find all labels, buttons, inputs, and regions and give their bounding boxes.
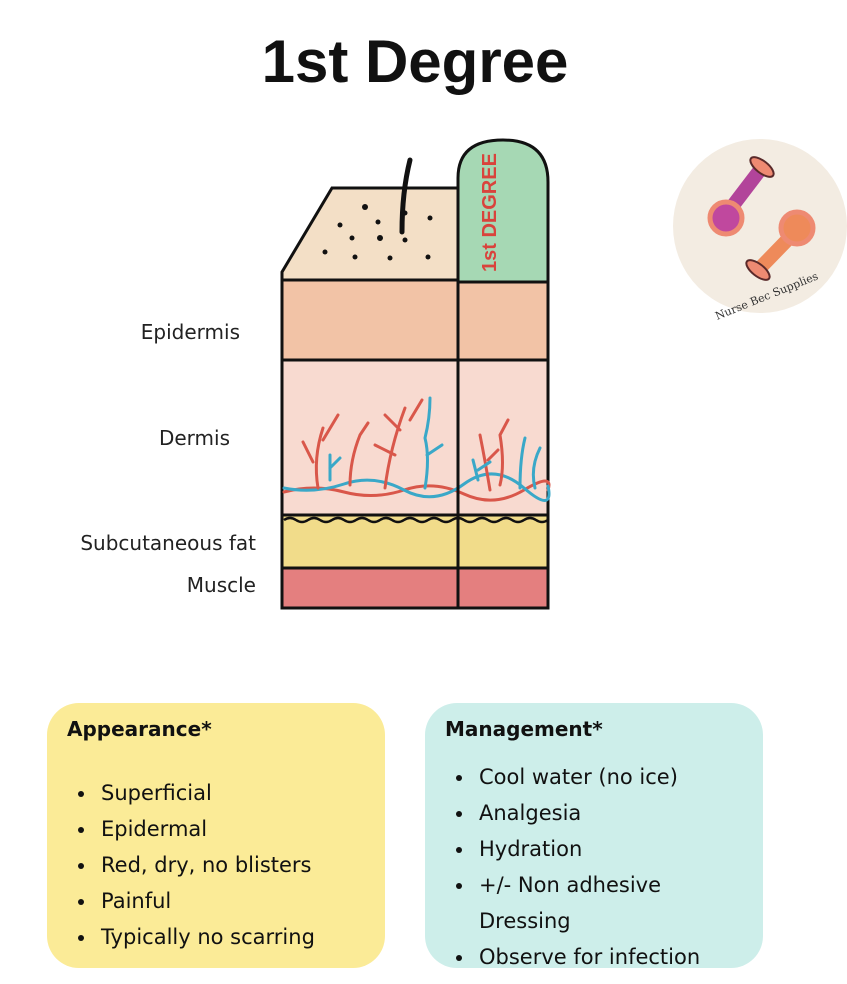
skin-surface bbox=[280, 186, 460, 282]
appearance-list: Superficial Epidermal Red, dry, no blist… bbox=[67, 775, 365, 955]
fat-border bbox=[283, 516, 549, 524]
list-item: Analgesia bbox=[475, 795, 743, 831]
finger-tab bbox=[456, 138, 550, 284]
list-item: Observe for infection bbox=[475, 939, 743, 975]
label-epidermis: Epidermis bbox=[141, 320, 240, 344]
management-heading: Management* bbox=[445, 717, 603, 741]
dumbbell-icon bbox=[707, 156, 816, 281]
finger-label: 1st DEGREE bbox=[479, 153, 501, 272]
list-item: Painful bbox=[97, 883, 365, 919]
list-item: +/- Non adhesive bbox=[475, 867, 743, 903]
blood-vessels bbox=[282, 396, 551, 502]
epidermis-layer bbox=[280, 278, 550, 362]
dermis-layer bbox=[280, 358, 550, 517]
label-subcutaneous-fat: Subcutaneous fat bbox=[80, 531, 256, 555]
label-muscle: Muscle bbox=[187, 573, 256, 597]
list-item: Red, dry, no blisters bbox=[97, 847, 365, 883]
list-item-continuation: Dressing bbox=[479, 909, 571, 933]
pores bbox=[322, 204, 433, 261]
logo: Nurse Bec Supplies bbox=[673, 139, 847, 323]
appearance-heading: Appearance* bbox=[67, 717, 212, 741]
page-title: 1st Degree bbox=[262, 28, 569, 95]
hair bbox=[399, 157, 413, 235]
management-list: Cool water (no ice) Analgesia Hydration … bbox=[445, 759, 743, 975]
list-item: Superficial bbox=[97, 775, 365, 811]
appearance-box: Appearance* Superficial Epidermal Red, d… bbox=[47, 703, 385, 968]
list-item: Cool water (no ice) bbox=[475, 759, 743, 795]
muscle-layer bbox=[280, 566, 550, 610]
label-dermis: Dermis bbox=[159, 426, 230, 450]
fat-layer bbox=[280, 513, 550, 570]
list-item: Hydration bbox=[475, 831, 743, 867]
list-item: Epidermal bbox=[97, 811, 365, 847]
list-item: Typically no scarring bbox=[97, 919, 365, 955]
management-box: Management* Cool water (no ice) Analgesi… bbox=[425, 703, 763, 969]
